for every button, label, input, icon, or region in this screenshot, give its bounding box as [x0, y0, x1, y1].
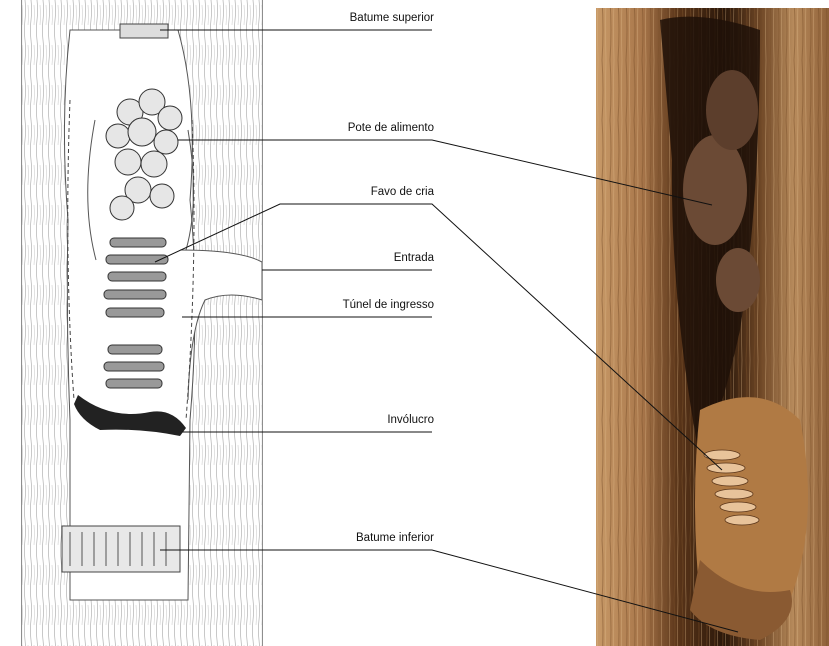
batume-superior-drawing — [120, 24, 168, 38]
label-involucro: Invólucro — [387, 414, 434, 426]
label-favo-de-cria: Favo de cria — [371, 186, 434, 198]
nest-photo — [596, 8, 829, 646]
label-pote-de-alimento: Pote de alimento — [348, 122, 434, 134]
label-entrada: Entrada — [394, 252, 434, 264]
label-batume-superior: Batume superior — [350, 12, 434, 24]
label-tunel-de-ingresso: Túnel de ingresso — [343, 299, 434, 311]
batume-inferior-drawing — [62, 526, 180, 572]
label-batume-inferior: Batume inferior — [356, 532, 434, 544]
